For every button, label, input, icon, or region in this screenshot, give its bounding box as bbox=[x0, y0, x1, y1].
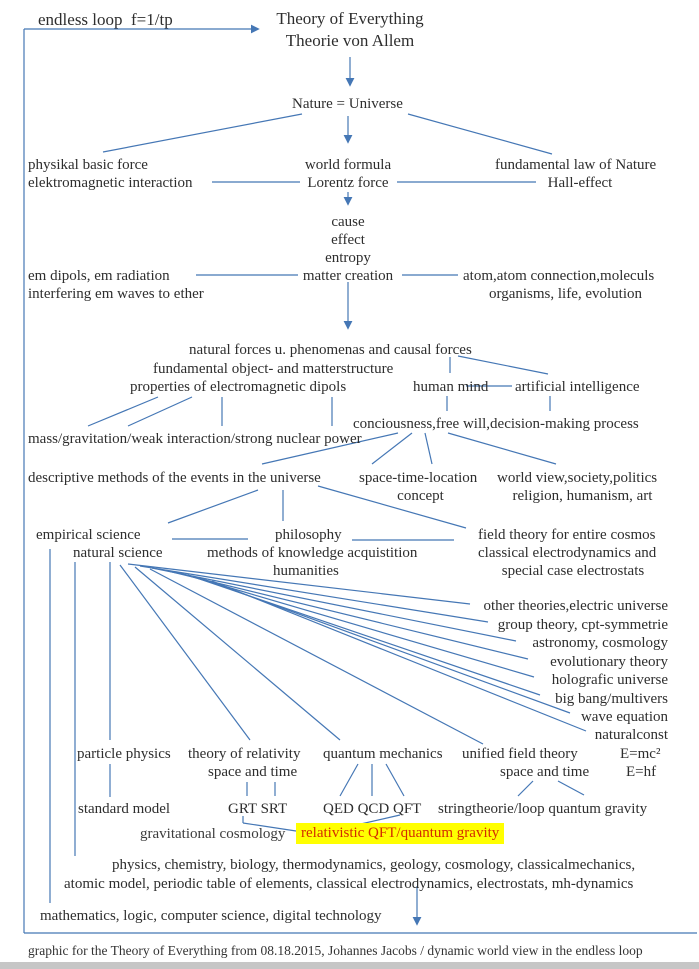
node-fundamental-object: fundamental object- and matterstructure bbox=[153, 361, 394, 377]
node-spacetime-line2: concept bbox=[397, 488, 444, 504]
node-entropy: entropy bbox=[325, 250, 371, 266]
node-properties-dipols: properties of electromagnetic dipols bbox=[130, 379, 347, 395]
node-holografic-universe: holografic universe bbox=[551, 672, 668, 688]
node-fundamental-law-line1: fundamental law of Nature bbox=[495, 157, 657, 173]
node-human-mind: human mind bbox=[413, 379, 489, 395]
node-theory-relativity-line1: theory of relativity bbox=[188, 746, 301, 762]
node-other-theories: other theories,electric universe bbox=[483, 598, 669, 614]
node-empirical-science: empirical science bbox=[36, 527, 141, 543]
node-gravitational-cosmology: gravitational cosmology bbox=[140, 826, 286, 842]
node-descriptive-methods: descriptive methods of the events in the… bbox=[28, 470, 321, 486]
node-matter-creation: matter creation bbox=[302, 268, 394, 284]
node-basic-force-line2: elektromagnetic interaction bbox=[28, 175, 193, 191]
node-qed-qcd-qft: QED QCD QFT bbox=[323, 801, 422, 817]
node-title-line2: Theorie von Allem bbox=[285, 31, 415, 50]
node-grt-srt: GRT SRT bbox=[228, 801, 288, 817]
node-unified-field-line1: unified field theory bbox=[462, 746, 578, 762]
node-astronomy-cosmology: astronomy, cosmology bbox=[532, 635, 668, 651]
node-field-theory-line2: classical electrodynamics and bbox=[478, 545, 657, 561]
node-particle-physics: particle physics bbox=[77, 746, 171, 762]
node-spacetime-line1: space-time-location bbox=[359, 470, 478, 486]
node-title-line1: Theory of Everything bbox=[276, 9, 424, 28]
node-atoms-line2: organisms, life, evolution bbox=[488, 286, 643, 302]
node-atoms-line1: atom,atom connection,moleculs bbox=[463, 268, 655, 284]
node-humanities: humanities bbox=[273, 563, 339, 579]
node-fundamental-law-line2: Hall-effect bbox=[547, 175, 613, 191]
node-mass-gravitation: mass/gravitation/weak interaction/strong… bbox=[28, 431, 362, 447]
node-relativistic-qft-highlight: relativistic QFT/quantum gravity bbox=[296, 823, 505, 844]
bottom-edge-bar bbox=[0, 962, 699, 969]
node-field-theory-line3: special case electrostats bbox=[501, 563, 645, 579]
node-world-formula-line1: world formula bbox=[304, 157, 392, 173]
node-physics-list-line2: atomic model, periodic table of elements… bbox=[64, 876, 634, 892]
node-ehf: E=hf bbox=[626, 764, 657, 780]
node-mathematics: mathematics, logic, computer science, di… bbox=[40, 908, 382, 924]
node-cause: cause bbox=[331, 214, 365, 230]
node-endless-loop: endless loop f=1/tp bbox=[38, 10, 173, 29]
node-effect: effect bbox=[331, 232, 365, 248]
node-em-dipols-line1: em dipols, em radiation bbox=[28, 268, 170, 284]
node-group-theory: group theory, cpt-symmetrie bbox=[497, 617, 668, 633]
node-emc2: E=mc² bbox=[620, 746, 661, 762]
node-natural-science: natural science bbox=[73, 545, 163, 561]
node-natural-forces: natural forces u. phenomenas and causal … bbox=[189, 342, 472, 358]
node-naturalconst: naturalconst bbox=[594, 727, 668, 743]
node-standard-model: standard model bbox=[78, 801, 171, 817]
node-worldview-line2: religion, humanism, art bbox=[512, 488, 653, 504]
node-world-formula-line2: Lorentz force bbox=[307, 175, 389, 191]
node-philosophy: philosophy bbox=[275, 527, 342, 543]
node-methods-knowledge: methods of knowledge acquistition bbox=[207, 545, 418, 561]
node-big-bang-multivers: big bang/multivers bbox=[555, 691, 668, 707]
node-worldview-line1: world view,society,politics bbox=[497, 470, 658, 486]
node-theory-relativity-line2: space and time bbox=[208, 764, 298, 780]
node-basic-force-line1: physikal basic force bbox=[28, 157, 148, 173]
diagram-caption: graphic for the Theory of Everything fro… bbox=[28, 943, 643, 958]
node-field-theory-line1: field theory for entire cosmos bbox=[478, 527, 656, 543]
node-unified-field-line2: space and time bbox=[500, 764, 590, 780]
node-nature-universe: Nature = Universe bbox=[292, 96, 403, 112]
node-wave-equation: wave equation bbox=[580, 709, 668, 725]
node-quantum-mechanics: quantum mechanics bbox=[323, 746, 443, 762]
node-em-dipols-line2: interfering em waves to ether bbox=[28, 286, 204, 302]
node-evolutionary-theory: evolutionary theory bbox=[550, 654, 668, 670]
node-artificial-intelligence: artificial intelligence bbox=[515, 379, 640, 395]
node-conciousness: conciousness,free will,decision-making p… bbox=[353, 416, 639, 432]
node-physics-list-line1: physics, chemistry, biology, thermodynam… bbox=[112, 857, 636, 873]
node-stringtheorie: stringtheorie/loop quantum gravity bbox=[438, 801, 648, 817]
